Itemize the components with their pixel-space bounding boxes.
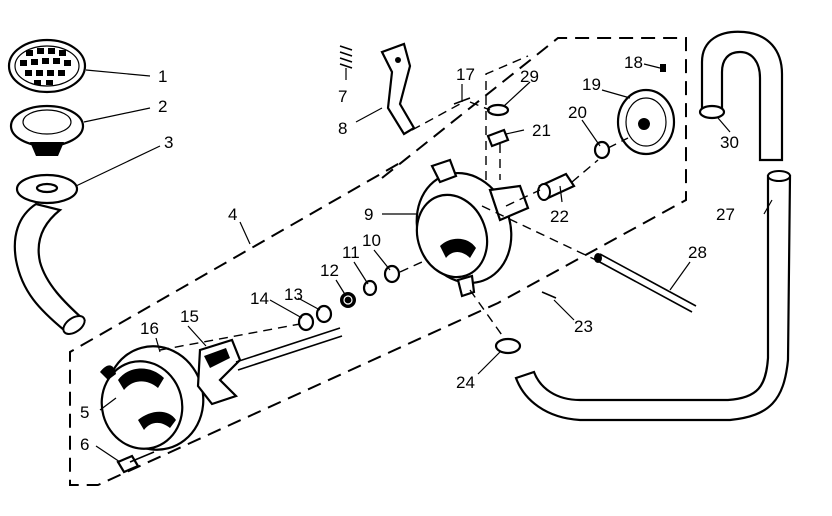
label-part-17: 17 [456, 65, 475, 84]
label-part-4: 4 [228, 205, 237, 224]
assembly-outline [69, 37, 687, 486]
label-part-8: 8 [338, 119, 347, 138]
label-part-19: 19 [582, 75, 601, 94]
label-part-29: 29 [520, 67, 539, 86]
small-washer-part [593, 140, 611, 160]
seal-rings [297, 264, 401, 332]
label-part-18: 18 [624, 53, 643, 72]
label-part-28: 28 [688, 243, 707, 262]
seal-part [9, 104, 85, 156]
label-part-21: 21 [532, 121, 551, 140]
label-part-11: 11 [342, 243, 360, 262]
label-part-5: 5 [80, 403, 89, 422]
clamp-part [494, 337, 522, 355]
label-part-10: 10 [362, 231, 381, 250]
label-part-22: 22 [550, 207, 569, 226]
label-part-15: 15 [180, 307, 199, 326]
label-part-24: 24 [456, 373, 475, 392]
pump-housing-part [415, 158, 530, 298]
label-part-7: 7 [338, 87, 347, 106]
label-part-1: 1 [158, 67, 167, 86]
hose-clamp-part [698, 104, 726, 120]
label-part-6: 6 [80, 435, 89, 454]
label-part-3: 3 [164, 133, 173, 152]
alignment-lines [159, 101, 629, 351]
small-pin-part [541, 291, 557, 299]
label-part-27: 27 [716, 205, 735, 224]
pump-cover-part [100, 345, 205, 451]
oring-part [486, 103, 510, 117]
screw-part [116, 451, 155, 474]
outlet-hose-upper [700, 30, 784, 162]
label-part-2: 2 [158, 97, 167, 116]
label-part-23: 23 [574, 317, 593, 336]
impeller-part [196, 327, 343, 406]
label-part-9: 9 [364, 205, 373, 224]
label-part-16: 16 [140, 319, 159, 338]
washer-part [15, 173, 79, 205]
label-part-12: 12 [320, 261, 339, 280]
label-part-13: 13 [284, 285, 303, 304]
lever-part [380, 42, 416, 136]
label-part-30: 30 [720, 133, 739, 152]
strainer-part [7, 38, 87, 94]
label-part-20: 20 [568, 103, 587, 122]
inlet-hose [13, 202, 86, 332]
shaft-part [594, 253, 697, 313]
leader-lines [75, 63, 773, 463]
spring-part [339, 45, 353, 69]
bolt-part [660, 64, 666, 72]
clip-part [486, 128, 510, 148]
sleeve-part [537, 172, 576, 201]
label-part-14: 14 [250, 289, 269, 308]
sub-assembly-outline [485, 55, 529, 180]
drain-hose [514, 174, 792, 422]
pulley-cover-part [616, 88, 676, 156]
